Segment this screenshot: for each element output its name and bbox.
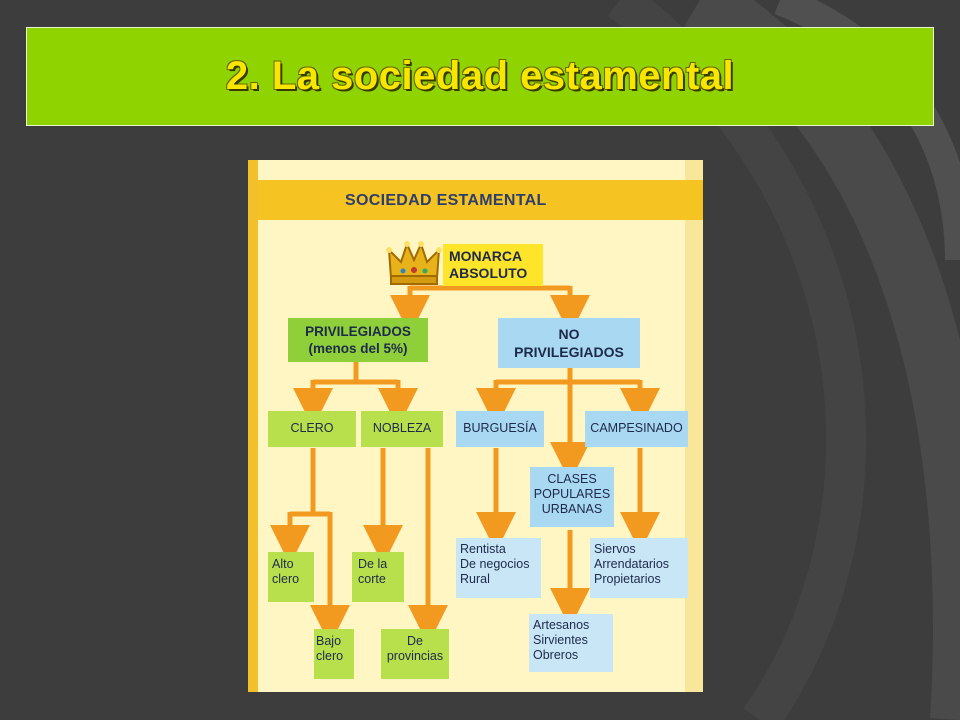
- no-privilegiados-line2: PRIVILEGIADOS: [514, 344, 624, 360]
- alto-clero-line1: Alto: [272, 557, 294, 571]
- right-border-strip: [685, 160, 703, 692]
- nobleza-label: NOBLEZA: [372, 421, 432, 435]
- privilegiados-line1: PRIVILEGIADOS: [305, 324, 411, 339]
- clases-populares-line2: POPULARES: [533, 487, 611, 501]
- rural-label: Rural: [460, 572, 490, 586]
- bajo-clero-line1: Bajo: [316, 634, 342, 648]
- de-negocios-label: De negocios: [460, 557, 530, 571]
- left-border-strip: [248, 160, 258, 692]
- crown-icon: [385, 236, 443, 290]
- de-la-corte-line1: De la: [358, 557, 388, 571]
- obreros-label: Obreros: [533, 648, 579, 662]
- arrendatarios-label: Arrendatarios: [594, 557, 670, 571]
- clases-populares-box: CLASES POPULARES URBANAS: [530, 467, 614, 527]
- clero-box: CLERO: [268, 411, 356, 447]
- privilegiados-line2: (menos del 5%): [308, 341, 408, 356]
- burguesia-label: BURGUESÍA: [463, 421, 537, 435]
- privilegiados-box: PRIVILEGIADOS (menos del 5%): [288, 318, 428, 362]
- monarca-line1: MONARCA: [449, 248, 523, 264]
- de-provincias-line2: provincias: [386, 649, 444, 663]
- de-la-corte-line2: corte: [358, 572, 386, 586]
- alto-clero-box: Alto clero: [268, 552, 314, 602]
- campesinado-label: CAMPESINADO: [590, 421, 683, 435]
- sirvientes-label: Sirvientes: [533, 633, 588, 647]
- siervos-label: Siervos: [594, 542, 636, 556]
- campesinado-tipos-box: Siervos Arrendatarios Propietarios: [590, 538, 688, 598]
- de-provincias-line1: De: [407, 634, 423, 648]
- slide-title: 2. La sociedad estamental: [225, 54, 735, 98]
- clero-label: CLERO: [290, 421, 334, 435]
- nobleza-box: NOBLEZA: [361, 411, 443, 447]
- bajo-clero-line2: clero: [316, 649, 344, 663]
- burguesia-box: BURGUESÍA: [456, 411, 544, 447]
- diagram-heading: SOCIEDAD ESTAMENTAL: [345, 192, 547, 209]
- title-band: 2. La sociedad estamental: [26, 27, 934, 126]
- bajo-clero-box: Bajo clero: [314, 629, 354, 679]
- no-privilegiados-line1: NO: [558, 326, 580, 342]
- clases-populares-line3: URBANAS: [541, 502, 603, 516]
- monarca-line2: ABSOLUTO: [449, 265, 528, 281]
- de-provincias-box: De provincias: [381, 629, 449, 679]
- diagram-header-band: [258, 180, 703, 220]
- monarca-absoluto-box: MONARCA ABSOLUTO: [443, 244, 543, 286]
- rentista-label: Rentista: [460, 542, 506, 556]
- diagram-image: SOCIEDAD ESTAMENTAL: [248, 160, 703, 692]
- alto-clero-line2: clero: [272, 572, 300, 586]
- no-privilegiados-box: NO PRIVILEGIADOS: [498, 318, 640, 368]
- de-la-corte-box: De la corte: [352, 552, 404, 602]
- clases-populares-line1: CLASES: [547, 472, 597, 486]
- urbanas-tipos-box: Artesanos Sirvientes Obreros: [529, 614, 613, 672]
- propietarios-label: Propietarios: [594, 572, 661, 586]
- burguesia-tipos-box: Rentista De negocios Rural: [456, 538, 541, 598]
- artesanos-label: Artesanos: [533, 618, 590, 632]
- campesinado-box: CAMPESINADO: [585, 411, 688, 447]
